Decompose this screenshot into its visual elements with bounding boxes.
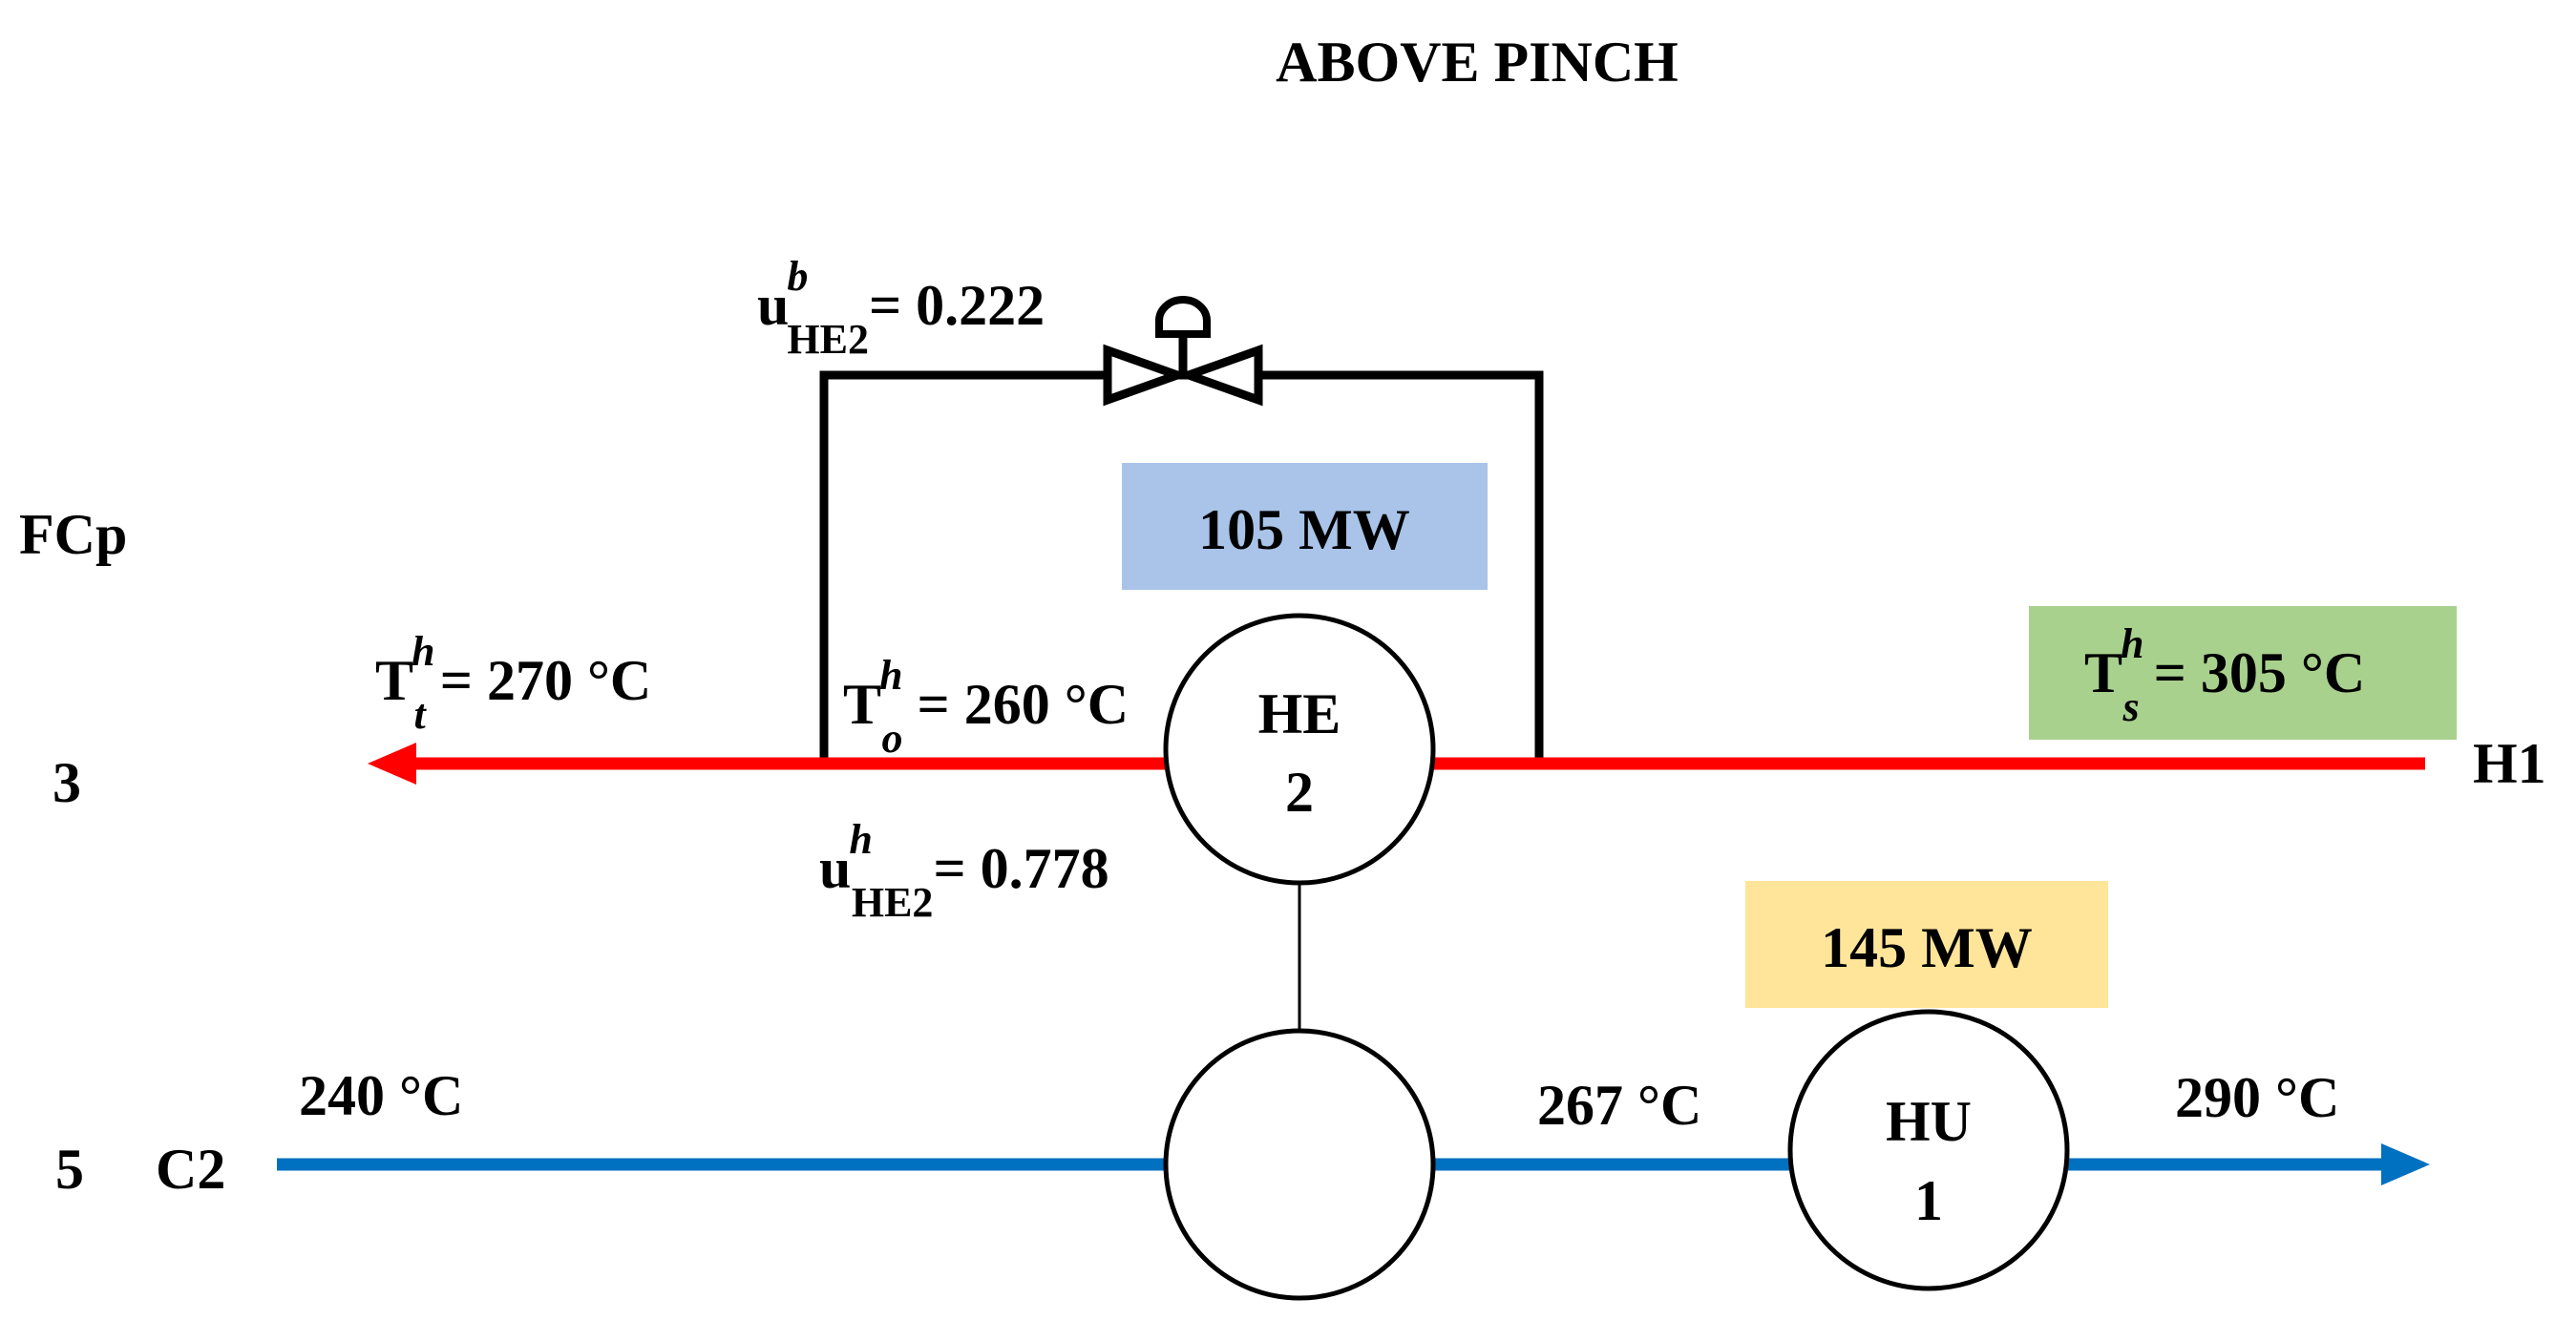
exchanger-he2-cold-circle[interactable]	[1163, 1028, 1436, 1301]
hot-stream-name: H1	[2473, 732, 2546, 795]
diagram-title: ABOVE PINCH	[1276, 31, 1679, 94]
cold-stream-name: C2	[156, 1138, 225, 1201]
duty-hu1-label: 145 MW	[1821, 916, 2033, 979]
cold-mid-temp: 267 °C	[1537, 1074, 1701, 1137]
hot-stream-arrowhead	[368, 743, 416, 785]
cold-stream-arrowhead	[2381, 1143, 2430, 1185]
exchanger-he2-label-line2: 2	[1285, 761, 1314, 824]
exchanger-he2-hot-circle[interactable]	[1163, 613, 1436, 886]
supply-temp-box	[2029, 606, 2457, 740]
cold-stream-fcp: 5	[55, 1138, 84, 1201]
heater-hu1-label-line1: HU	[1886, 1090, 1972, 1153]
valve-icon[interactable]	[1103, 296, 1263, 407]
cold-inlet-temp: 240 °C	[299, 1064, 463, 1127]
exchanger-he2-label-line1: HE	[1258, 682, 1341, 745]
duty-hu1-box	[1745, 881, 2108, 1008]
heater-hu1-circle[interactable]	[1787, 1009, 2070, 1291]
fcp-header: FCp	[19, 503, 127, 566]
duty-he2-box	[1122, 463, 1488, 590]
duty-he2-label: 105 MW	[1198, 498, 1410, 561]
heater-hu1-label-line2: 1	[1914, 1169, 1943, 1232]
hot-stream-fcp: 3	[53, 751, 81, 814]
cold-outlet-temp: 290 °C	[2175, 1066, 2339, 1129]
